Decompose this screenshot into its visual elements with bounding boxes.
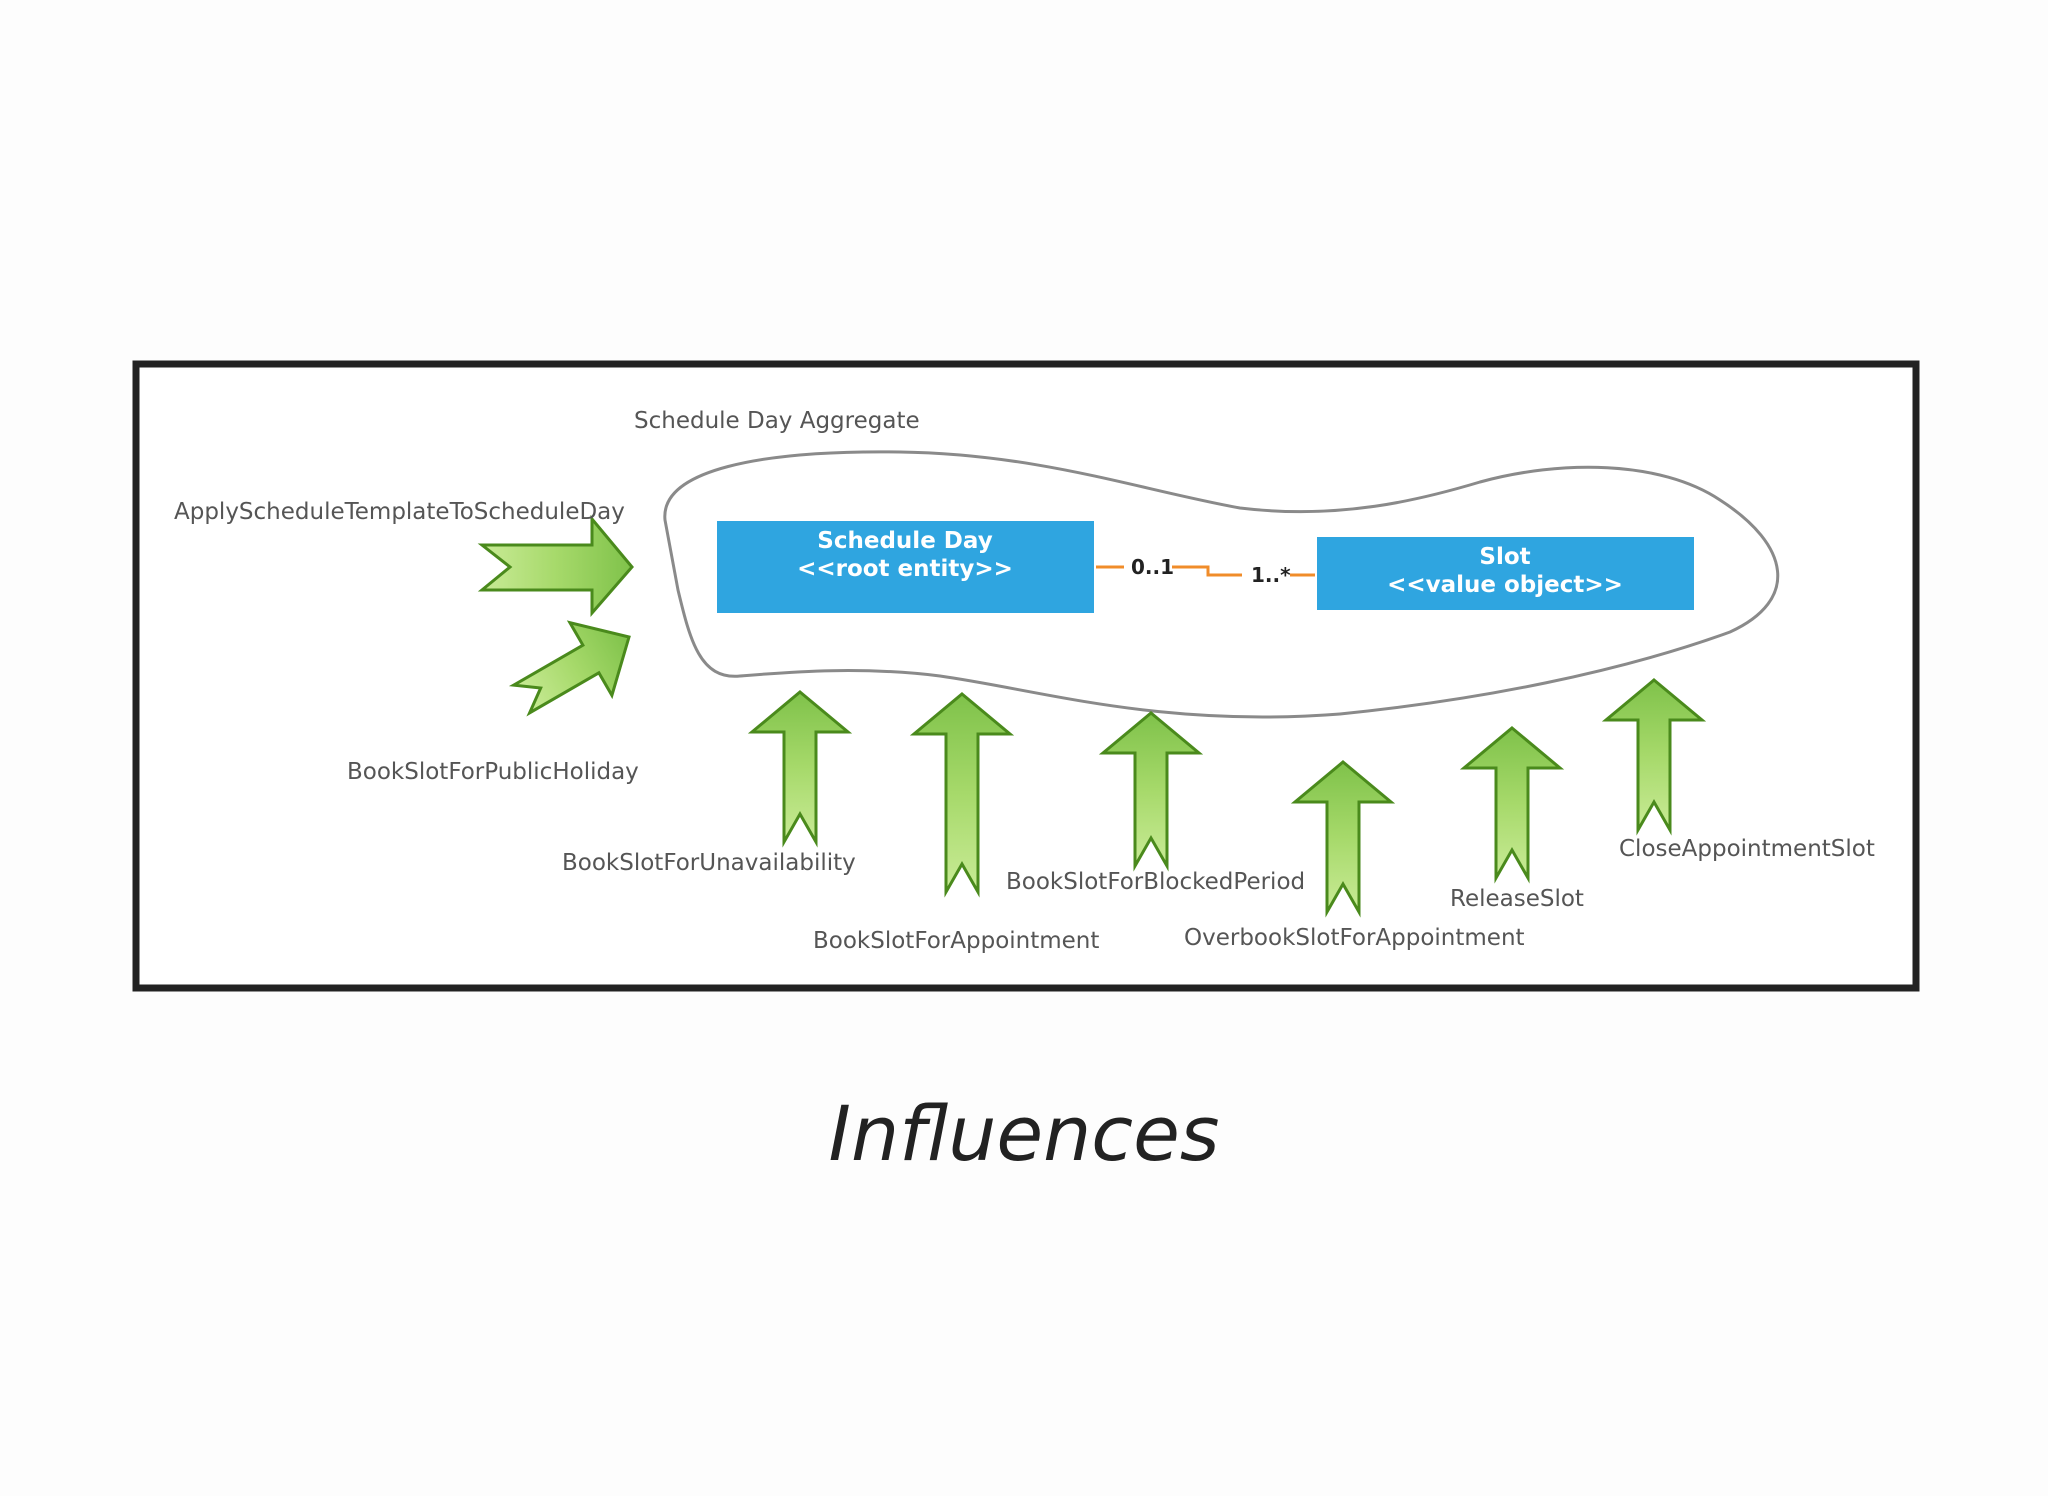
influence-label-apply-template: ApplyScheduleTemplateToScheduleDay	[174, 499, 625, 525]
value-object-stereotype: <<value object>>	[1387, 572, 1623, 598]
value-object-box: Slot <<value object>>	[1317, 537, 1694, 610]
influence-label-appointment: BookSlotForAppointment	[813, 928, 1099, 954]
influence-label-release-slot: ReleaseSlot	[1450, 886, 1584, 912]
aggregate-boundary	[663, 450, 1780, 719]
influence-arrow-public-holiday	[508, 620, 631, 717]
value-object-name: Slot	[1479, 544, 1530, 570]
influence-arrow-apply-template	[477, 514, 634, 618]
root-entity-stereotype: <<root entity>>	[797, 556, 1013, 582]
page-caption: Influences	[829, 1089, 1220, 1178]
aggregate-label: Schedule Day Aggregate	[634, 408, 920, 434]
influence-arrow-close-slot	[1601, 678, 1707, 836]
right-multiplicity: 1..*	[1251, 563, 1291, 587]
influence-label-blocked-period: BookSlotForBlockedPeriod	[1006, 869, 1305, 895]
root-entity-box: Schedule Day <<root entity>>	[717, 521, 1094, 613]
left-multiplicity: 0..1	[1131, 555, 1174, 579]
influence-arrow-release-slot	[1459, 726, 1565, 884]
association-connector	[1096, 565, 1315, 577]
influence-arrow-blocked-period	[1098, 711, 1204, 872]
influence-arrow-appointment	[909, 692, 1015, 898]
influence-label-overbook: OverbookSlotForAppointment	[1184, 925, 1525, 951]
influence-label-close-slot: CloseAppointmentSlot	[1619, 836, 1875, 862]
root-entity-name: Schedule Day	[817, 528, 992, 554]
influence-arrow-overbook	[1290, 760, 1396, 918]
influence-arrow-unavailability	[747, 690, 853, 848]
influence-label-public-holiday: BookSlotForPublicHoliday	[347, 759, 639, 785]
influence-label-unavailability: BookSlotForUnavailability	[562, 850, 856, 876]
